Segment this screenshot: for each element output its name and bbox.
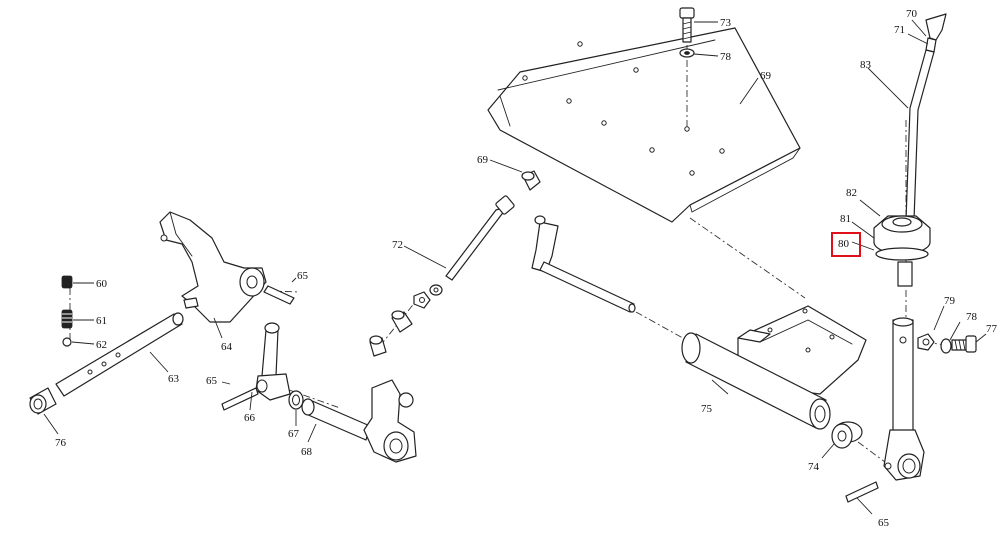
ball-62 <box>62 337 72 347</box>
washer-78-top <box>679 48 695 58</box>
bushing-74 <box>831 421 863 449</box>
label-75: 75 <box>701 403 713 415</box>
label-70: 70 <box>906 8 918 20</box>
selector-shaft-lever <box>531 215 636 313</box>
label-69-plate: 69 <box>760 70 772 82</box>
label-80: 80 <box>838 238 850 250</box>
label-82: 82 <box>846 187 857 199</box>
label-73: 73 <box>720 17 732 29</box>
label-74: 74 <box>808 461 820 473</box>
pin-65-right <box>845 481 879 503</box>
label-65-right: 65 <box>878 517 890 529</box>
label-76: 76 <box>55 437 67 449</box>
bolt-73 <box>679 7 695 43</box>
bracket-tube-75 <box>681 305 867 430</box>
shift-rail-63 <box>55 312 184 397</box>
lever-66 <box>255 322 291 401</box>
label-69-small: 69 <box>477 154 489 166</box>
nut-79 <box>917 333 935 351</box>
label-60: 60 <box>96 278 108 290</box>
spring-61 <box>61 309 73 329</box>
label-71: 71 <box>894 24 905 36</box>
arm-68 <box>301 379 417 463</box>
plate-81 <box>875 247 929 261</box>
shift-fork-64 <box>159 211 267 323</box>
end-cap-76 <box>29 387 57 415</box>
label-67: 67 <box>288 428 300 440</box>
label-77: 77 <box>986 323 998 335</box>
lower-lever-arm <box>883 317 925 481</box>
cover-plate-69 <box>487 27 801 223</box>
label-63: 63 <box>168 373 180 385</box>
callout-leaders <box>43 19 987 515</box>
sleeve-small <box>391 310 413 333</box>
label-66: 66 <box>244 412 256 424</box>
label-81: 81 <box>840 213 851 225</box>
label-83: 83 <box>860 59 872 71</box>
label-65-lower: 65 <box>206 375 218 387</box>
nut-small <box>413 291 431 309</box>
label-79: 79 <box>944 295 956 307</box>
label-64: 64 <box>221 341 233 353</box>
label-78-top: 78 <box>720 51 732 63</box>
washer-78-right <box>940 338 952 354</box>
cap-small <box>369 335 387 357</box>
washer-67 <box>288 390 304 410</box>
bolt-77 <box>951 335 977 353</box>
label-62: 62 <box>96 339 107 351</box>
highlight-box-80 <box>831 232 861 257</box>
shift-lever-83 <box>905 49 935 221</box>
shift-knob-70 <box>925 13 947 53</box>
pin-65-left-upper <box>263 285 295 305</box>
rod-72 <box>429 195 515 296</box>
bushing-69-small <box>521 170 541 191</box>
boot-82 <box>873 215 931 255</box>
plug-60 <box>61 275 73 289</box>
label-68: 68 <box>301 446 313 458</box>
callout-labels: 60 61 62 63 64 65 65 66 67 68 76 72 69 7… <box>55 8 998 529</box>
label-61: 61 <box>96 315 107 327</box>
label-72: 72 <box>392 239 403 251</box>
shaft-lower-80 <box>897 261 913 287</box>
pin-65-left-lower <box>221 387 259 411</box>
label-78-right: 78 <box>966 311 978 323</box>
label-65-upper: 65 <box>297 270 309 282</box>
